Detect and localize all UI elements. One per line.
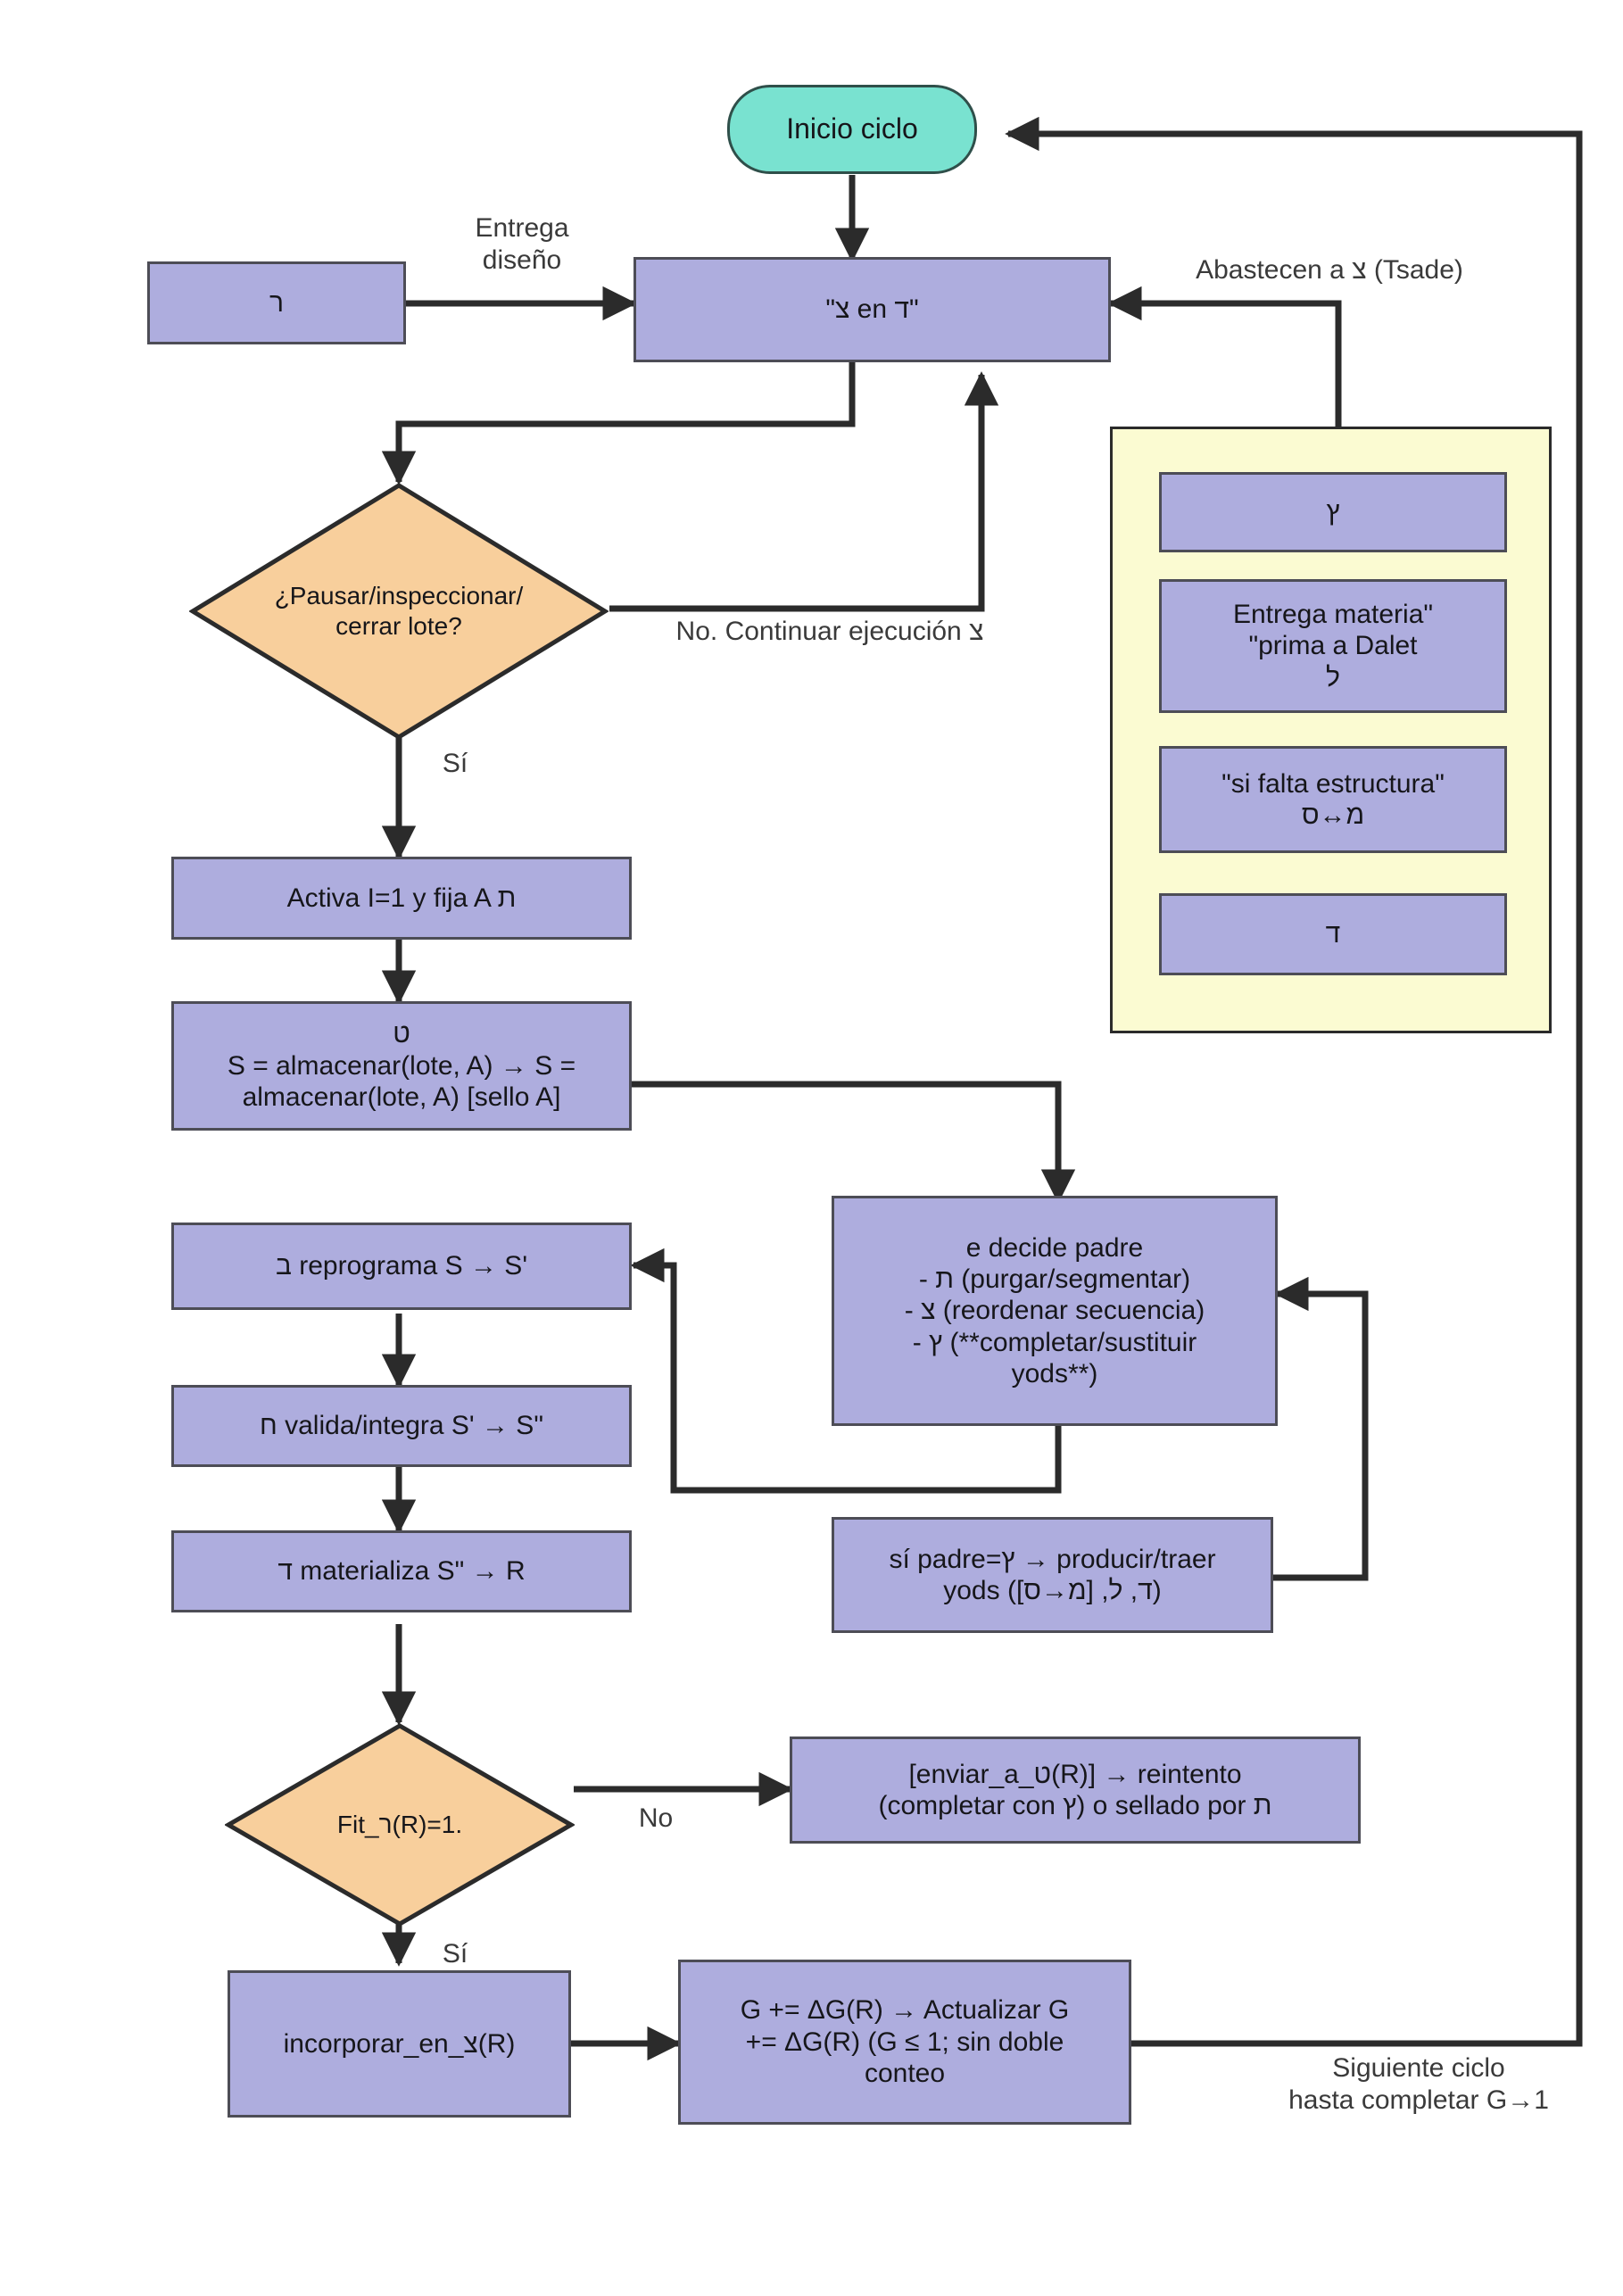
- node-activa[interactable]: Activa I=1 y fija A ת: [171, 857, 632, 940]
- edge-label-abastecen: Abastecen a צ (Tsade): [1196, 255, 1463, 285]
- edge-label-si-fit: Sí: [442, 1939, 468, 1969]
- node-valida[interactable]: ח valida/integra S' → S": [171, 1385, 632, 1467]
- node-resh-source[interactable]: ר: [147, 261, 406, 344]
- node-reprograma[interactable]: ב reprograma S → S': [171, 1223, 632, 1310]
- node-pause-decision[interactable]: ¿Pausar/inspeccionar/ cerrar lote?: [189, 482, 609, 741]
- node-inicio-ciclo[interactable]: Inicio ciclo: [727, 85, 977, 174]
- node-tsade-en-dalet[interactable]: "צ en ד": [633, 257, 1111, 362]
- diamond-shape-fit: [225, 1723, 575, 1927]
- edge-label-siguiente-ciclo: Siguiente ciclo hasta completar G→1: [1288, 2053, 1549, 2115]
- edge-label-entrega-diseno: Entrega diseño: [475, 213, 569, 275]
- group-item-1[interactable]: Entrega materia" "prima a Dalet ל: [1159, 579, 1507, 713]
- edge-no-continuar: [609, 371, 999, 612]
- edge-tsade-to-pause: [381, 361, 856, 485]
- diamond-shape-pause: [189, 483, 609, 740]
- node-padre-tsade-final[interactable]: sí padre=ץ → producir/traer yods (ד, ל, …: [832, 1517, 1273, 1633]
- node-pause-decision-label: ¿Pausar/inspeccionar/ cerrar lote?: [274, 582, 524, 640]
- node-materializa[interactable]: ד materializa S" → R: [171, 1530, 632, 1612]
- edge-group-to-tsade: [1107, 286, 1342, 428]
- edge-tsadefinal-to-decide: [1273, 1276, 1369, 1581]
- node-decide-padre[interactable]: e decide padre - ת (purgar/segmentar) - …: [832, 1196, 1278, 1426]
- group-panel-suministros: ץ Entrega materia" "prima a Dalet ל "si …: [1110, 427, 1552, 1033]
- edge-label-no-fit: No: [638, 1803, 674, 1833]
- edge-almacenar-to-decide: [630, 1081, 1076, 1204]
- node-almacenar[interactable]: ט S = almacenar(lote, A) → S = almacenar…: [171, 1001, 632, 1131]
- group-item-2[interactable]: "si falta estructura" מ↔ס: [1159, 746, 1507, 853]
- group-item-3[interactable]: ד: [1159, 893, 1507, 975]
- node-incorporar[interactable]: incorporar_en_צ(R): [228, 1970, 571, 2118]
- node-actualizar-g[interactable]: G += ΔG(R) → Actualizar G += ΔG(R) (G ≤ …: [678, 1960, 1131, 2125]
- edge-label-no-continuar: No. Continuar ejecución צ: [675, 617, 984, 646]
- node-reintento[interactable]: [enviar_a_ט(R)] → reintento (completar c…: [790, 1737, 1361, 1844]
- group-item-0[interactable]: ץ: [1159, 472, 1507, 552]
- node-fit-decision-label: Fit_ר(R)=1.: [336, 1811, 463, 1839]
- edge-label-si-pause: Sí: [442, 749, 468, 778]
- node-fit-decision[interactable]: Fit_ר(R)=1.: [225, 1722, 575, 1927]
